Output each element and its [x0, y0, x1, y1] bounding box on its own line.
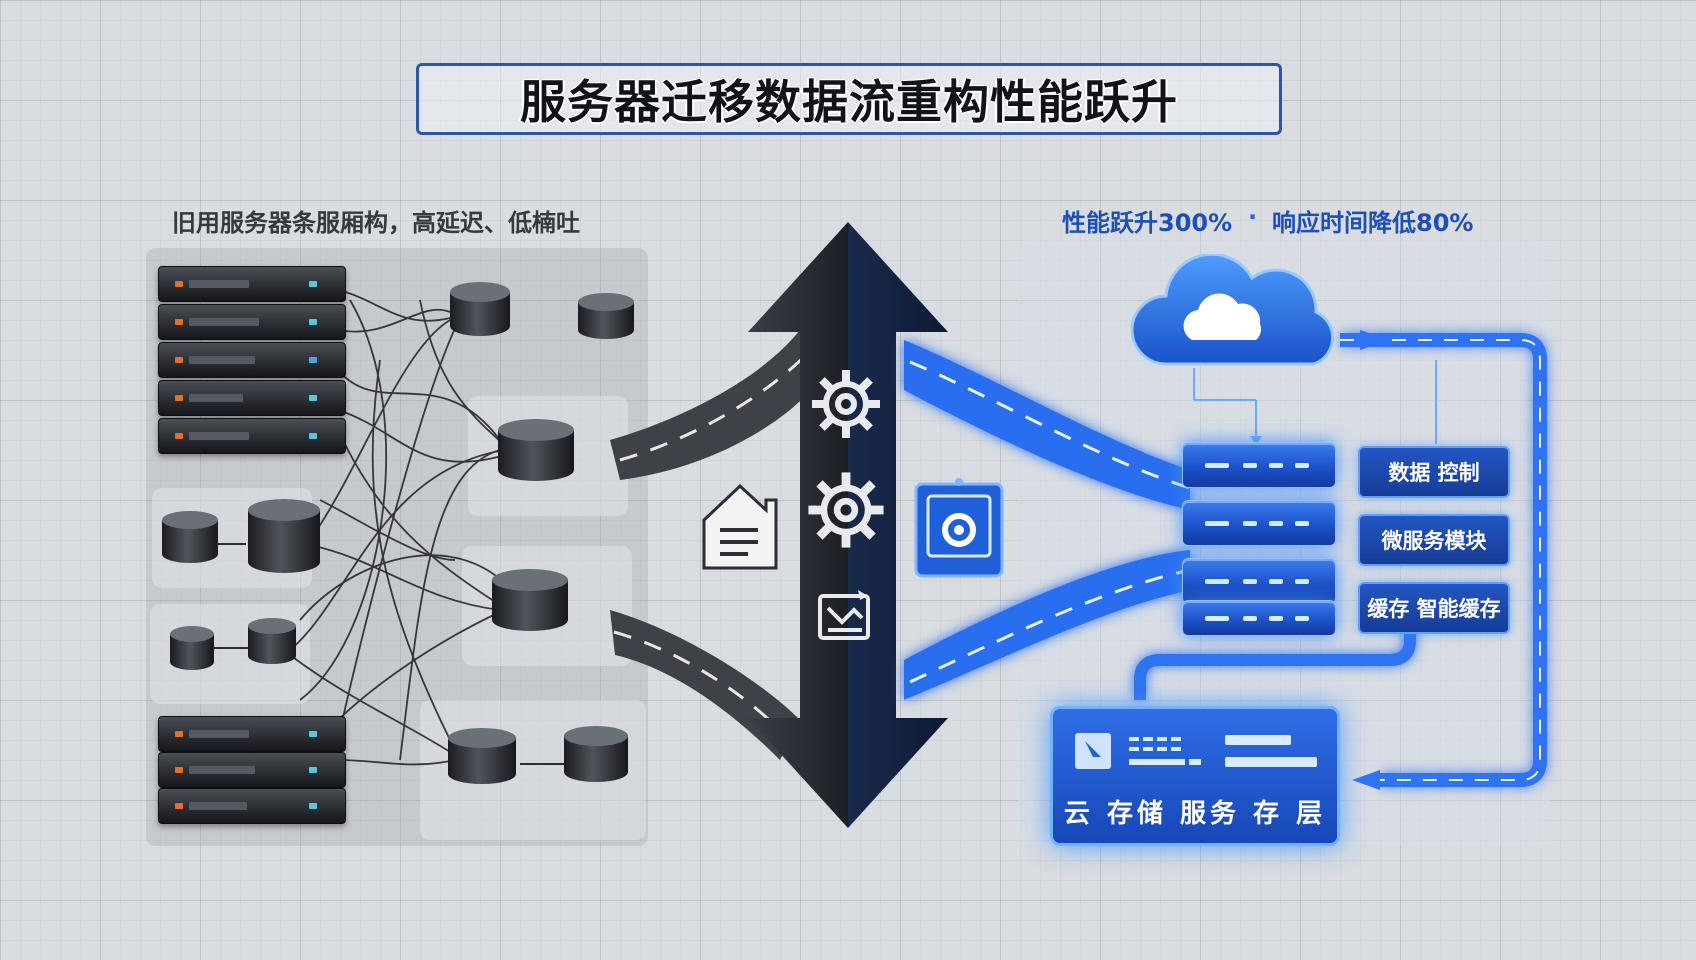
database-icon: [498, 419, 574, 481]
database-icon: [170, 626, 214, 670]
service-module-microservice: 微服务模块: [1358, 514, 1510, 566]
service-module-cache: 缓存 智能缓存: [1358, 582, 1510, 634]
database-icon: [578, 293, 634, 339]
legacy-caption: 旧用服务器条服厢构，高延迟、低楠吐: [172, 209, 580, 237]
cloud-storage-panel: 云 存储 服务 存 层: [1050, 706, 1340, 846]
document-icon: [702, 483, 778, 570]
database-icon: [162, 511, 218, 563]
service-module-data: 数据 控制: [1358, 446, 1510, 498]
performance-caption: 性能跃升300%: [1062, 209, 1233, 237]
legacy-server-rack: [158, 342, 346, 378]
cloud-server-unit: [1182, 442, 1336, 488]
storage-label: 云 存储 服务 存 层: [1063, 799, 1327, 829]
storage-dashboard-icon: [1075, 733, 1317, 769]
settings-card-icon: [914, 478, 1004, 578]
cloud-server-unit: [1182, 558, 1336, 604]
page-title: 服务器迁移数据流重构性能跃升: [520, 75, 1178, 129]
cloud-server-unit: [1182, 500, 1336, 546]
legacy-server-rack: [158, 266, 346, 302]
title-box: 服务器迁移数据流重构性能跃升: [416, 63, 1282, 135]
legacy-server-rack: [158, 788, 346, 824]
database-icon: [564, 726, 628, 782]
legacy-server-rack: [158, 752, 346, 788]
legacy-server-rack: [158, 418, 346, 454]
database-icon: [248, 499, 320, 573]
database-icon: [450, 282, 510, 336]
migration-arrow: [748, 222, 948, 828]
caption-separator: ·: [1248, 203, 1258, 231]
cloud-icon: [1130, 254, 1335, 366]
legacy-server-rack: [158, 304, 346, 340]
cloud-server-unit: [1182, 600, 1336, 636]
legacy-server-rack: [158, 380, 346, 416]
database-icon: [492, 569, 568, 631]
gear-icon: [808, 472, 884, 548]
database-icon: [248, 618, 296, 664]
latency-caption: 响应时间降低80%: [1272, 209, 1474, 237]
chart-icon: [818, 590, 870, 640]
legacy-server-rack: [158, 716, 346, 752]
gear-icon: [812, 370, 880, 438]
database-icon: [448, 728, 516, 784]
